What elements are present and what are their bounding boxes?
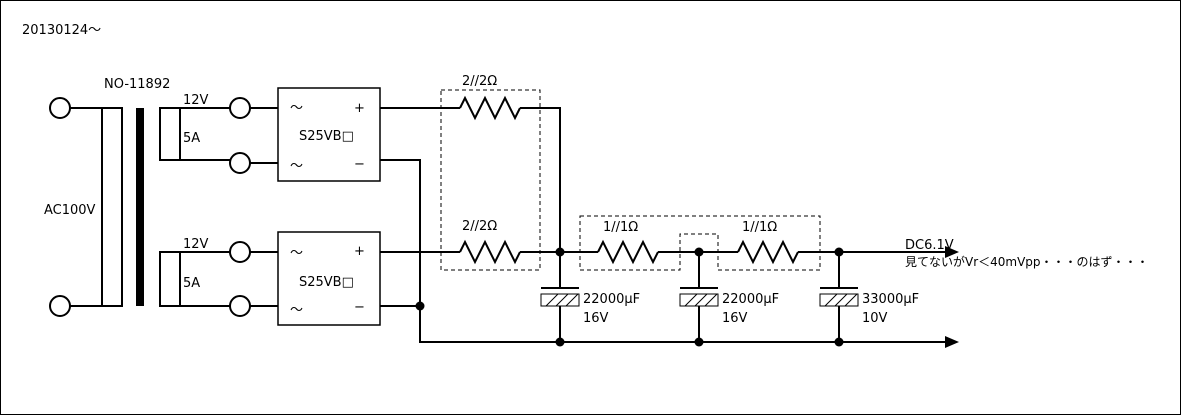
bridge-rectifier-2: ～ ～ + − S25VB□ [277,231,381,326]
resistor-label: 2//2Ω [462,219,497,234]
capacitor-voltage-label: 16V [583,311,609,326]
junction-dot [834,247,844,257]
winding-voltage-label: 12V [183,237,209,252]
junction-dots [555,247,844,347]
resistor-label: 1//1Ω [742,220,777,235]
transformer-core [136,108,144,306]
secondary-terminal [229,152,251,174]
resistor-symbol [459,239,521,265]
transformer-model-label: NO-11892 [104,77,170,92]
secondary-terminal [229,97,251,119]
minus-pin-label: − [354,157,365,172]
ac-input-label: AC100V [44,203,96,218]
ac-pin-label: ～ [290,246,303,261]
capacitor-voltage-label: 10V [862,311,888,326]
junction-dot [834,337,844,347]
ac-input: AC100V [44,97,123,317]
junction-dot [555,247,565,257]
resistor-label: 1//1Ω [603,220,638,235]
capacitor-1: 22000μF 16V [540,252,640,342]
resistor-label: 2//2Ω [462,74,497,89]
secondary-terminal [229,241,251,263]
resistor-group-box [440,89,541,271]
ac-pin-label: ～ [290,303,303,318]
capacitor-3: 33000μF 10V [819,252,919,342]
junction-dot [694,247,704,257]
capacitor-value-label: 33000μF [862,292,919,307]
ac-terminal-bottom [49,295,71,317]
secondary-winding-1: 12V 5A [159,93,278,174]
junction-dot [555,337,565,347]
output-voltage-label: DC6.1V [905,238,954,253]
ac-pin-label: ～ [290,101,303,116]
positive-wiring: 2//2Ω 2//2Ω [380,74,598,271]
secondary-winding-2: 12V 5A [159,237,278,317]
resistor-symbol [597,239,659,265]
plus-pin-label: + [354,244,365,259]
minus-pin-label: − [354,300,365,315]
rectifier-label: S25VB□ [299,275,354,290]
transformer-primary [101,107,123,307]
winding-voltage-label: 12V [183,93,209,108]
winding-current-label: 5A [183,276,200,291]
winding-current-label: 5A [183,131,200,146]
capacitor-value-label: 22000μF [583,292,640,307]
capacitor-2: 22000μF 16V [679,252,779,342]
capacitor-value-label: 22000μF [722,292,779,307]
secondary-terminal [229,295,251,317]
plus-pin-label: + [354,101,365,116]
bridge-rectifier-1: ～ ～ + − S25VB□ [277,87,381,182]
ac-terminal-top [49,97,71,119]
ac-pin-label: ～ [290,159,303,174]
capacitor-voltage-label: 16V [722,311,748,326]
ground-arrow [945,336,959,348]
date-label: 20130124～ [22,23,101,38]
resistor-symbol [737,239,799,265]
ripple-note-label: 見てないがVr＜40mVpp・・・のはず・・・ [905,254,1149,269]
junction-dot [694,337,704,347]
output-arrow [945,246,959,258]
junction-dot [415,301,425,311]
rectifier-label: S25VB□ [299,129,354,144]
resistor-symbol [459,95,521,121]
filter-resistors: 1//1Ω 1//1Ω [579,215,959,271]
